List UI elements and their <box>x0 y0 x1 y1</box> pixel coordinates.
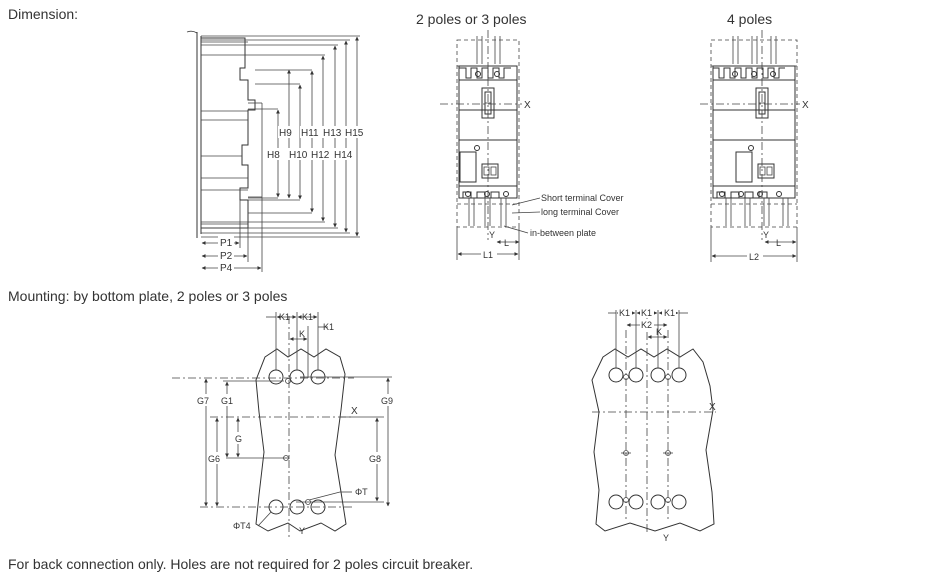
dim-h9: H9 <box>279 128 292 139</box>
dim-p2: P2 <box>220 251 233 262</box>
axis-x-mount-4p: X <box>709 402 716 413</box>
footnote: For back connection only. Holes are not … <box>8 556 474 572</box>
dim-g6: G6 <box>208 454 220 464</box>
dim-l-3p: L <box>504 238 509 248</box>
poles-2-3-heading: 2 poles or 3 poles <box>416 11 527 27</box>
side-view: H8 H9 H10 H11 H12 H13 H14 H15 P1 P2 P4 <box>186 30 365 274</box>
front-view-3-poles: X Y Short terminal Cover long terminal C… <box>440 30 624 260</box>
axis-y-mount-3p: Y <box>299 526 305 536</box>
short-terminal-cover-label: Short terminal Cover <box>541 193 624 203</box>
dim-h8: H8 <box>267 150 280 161</box>
poles-4-heading: 4 poles <box>727 11 773 27</box>
mounting-4-poles: X Y K1 K1 K1 K2 K <box>591 307 716 543</box>
axis-x-4p: X <box>802 100 809 111</box>
dim-g: G <box>235 434 242 444</box>
dim-p4: P4 <box>220 263 233 274</box>
dim-h11: H11 <box>301 128 319 139</box>
dim-l1: L1 <box>483 250 493 260</box>
dim-h10: H10 <box>289 150 308 161</box>
dim-phi-t4: ΦT4 <box>233 521 251 531</box>
dim-k1c-4p: K1 <box>664 308 675 318</box>
axis-x-3p: X <box>524 100 531 111</box>
dim-h14: H14 <box>334 150 353 161</box>
dim-g8: G8 <box>369 454 381 464</box>
dim-h13: H13 <box>323 128 342 139</box>
dimension-heading: Dimension: <box>8 6 79 22</box>
front-view-4-poles: X Y L L2 <box>700 30 809 262</box>
dim-h15: H15 <box>345 128 364 139</box>
dim-k1a-3p: K1 <box>279 312 290 322</box>
dim-k1b-4p: K1 <box>641 308 652 318</box>
dim-k-4p: K <box>656 327 662 337</box>
mounting-3-poles: X Y K1 K1 K1 K G7 G1 G G6 G9 G8 <box>172 312 394 540</box>
in-between-plate-label: in-between plate <box>530 228 596 238</box>
dim-l2: L2 <box>749 252 759 262</box>
axis-y-4p: Y <box>763 230 769 240</box>
dim-g1: G1 <box>221 396 233 406</box>
dim-phi-t: ΦT <box>355 487 368 497</box>
axis-y-mount-4p: Y <box>663 533 669 543</box>
dim-k1b-3p: K1 <box>302 312 313 322</box>
mounting-heading: Mounting: by bottom plate, 2 poles or 3 … <box>8 288 288 304</box>
long-terminal-cover-label: long terminal Cover <box>541 207 619 217</box>
dim-g7: G7 <box>197 396 209 406</box>
axis-y-3p: Y <box>489 230 495 240</box>
dim-p1: P1 <box>220 238 233 249</box>
dim-g9: G9 <box>381 396 393 406</box>
dim-k1c-3p: K1 <box>323 322 334 332</box>
dim-k-3p: K <box>299 329 305 339</box>
dim-l-4p: L <box>776 238 781 248</box>
dim-k1a-4p: K1 <box>619 308 630 318</box>
dim-h12: H12 <box>311 150 330 161</box>
dim-k2-4p: K2 <box>641 320 652 330</box>
axis-x-mount-3p: X <box>351 406 358 417</box>
